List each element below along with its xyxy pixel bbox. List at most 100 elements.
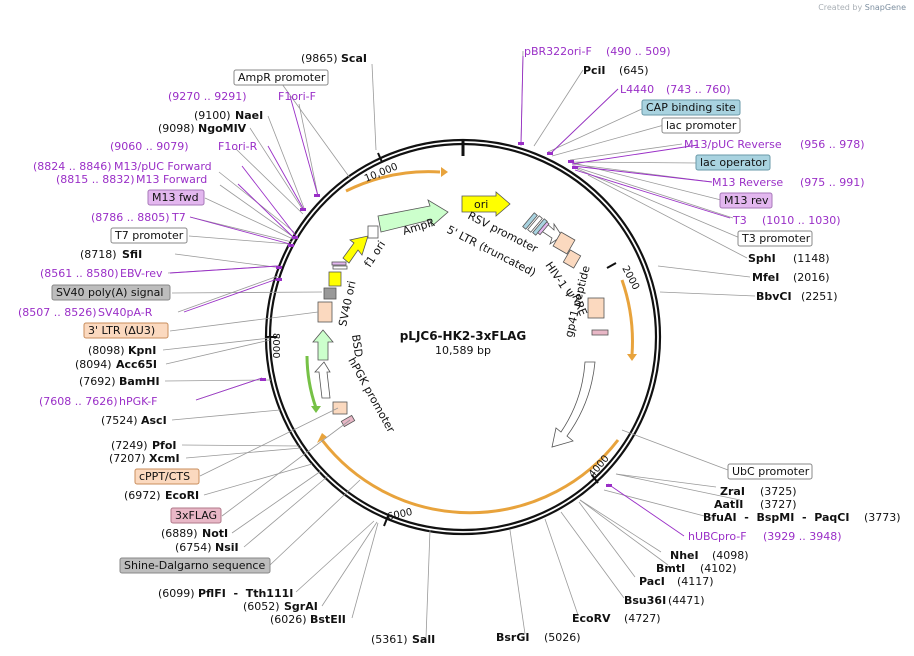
lac-promoter-text: lac promoter	[666, 119, 737, 132]
ltr3-tag[interactable]: 3' LTR (ΔU3)	[83, 322, 169, 339]
leader-lines	[162, 50, 756, 639]
bsd-label: BSD	[349, 334, 365, 358]
svg-text:SalI: SalI	[412, 633, 435, 646]
primer-t3[interactable]: T3(1010 .. 1030)	[732, 214, 841, 227]
sv40-ori-box[interactable]	[328, 271, 342, 287]
enzyme-zrai[interactable]: ZraI(3725)	[720, 485, 797, 498]
orf-arc-top	[345, 170, 441, 193]
hiv-psi-box[interactable]	[562, 249, 582, 269]
enzyme-pfoi[interactable]: (7249)PfoI	[111, 439, 177, 452]
enzyme-ecorv[interactable]: EcoRV(4727)	[572, 612, 661, 625]
enzyme-sali[interactable]: (5361)SalI	[371, 633, 435, 646]
ubc-promoter-tag[interactable]: UbC promoter	[727, 463, 813, 480]
enzyme-nsii[interactable]: (6754)NsiI	[175, 541, 239, 554]
cap-binding-site-tag[interactable]: CAP binding site	[641, 99, 741, 116]
ampr-promoter-tag[interactable]: AmpR promoter	[233, 69, 329, 86]
enzyme-bsu36i[interactable]: Bsu36I(4471)	[624, 594, 705, 607]
t3-promoter-tag[interactable]: T3 promoter	[737, 230, 813, 247]
primer-l4440[interactable]: L4440(743 .. 760)	[620, 83, 731, 96]
sv40-polya-tag[interactable]: SV40 poly(A) signal	[51, 284, 171, 301]
primer-hpgk-f[interactable]: (7608 .. 7626)hPGK-F	[39, 395, 157, 408]
primer-t7[interactable]: (8786 .. 8805)T7	[91, 211, 186, 224]
svg-text:ScaI: ScaI	[341, 52, 367, 65]
enzyme-sgrai[interactable]: (6052)SgrAI	[243, 600, 318, 613]
enzyme-ecori[interactable]: (6972)EcoRI	[124, 489, 199, 502]
svg-text:(8815 .. 8832): (8815 .. 8832)	[56, 173, 135, 186]
cppt-cts-text: cPPT/CTS	[139, 470, 190, 483]
primer-f1ori-f[interactable]: (9270 .. 9291)F1ori-F	[168, 90, 316, 103]
m13-rev-text: M13 rev	[724, 194, 769, 207]
rre-box[interactable]	[587, 297, 605, 319]
svg-text:AscI: AscI	[141, 414, 167, 427]
ampr-promoter-box[interactable]	[367, 225, 379, 239]
svg-text:(8507 .. 8526): (8507 .. 8526)	[18, 306, 97, 319]
primer-m13-puc-reverse[interactable]: M13/pUC Reverse(956 .. 978)	[684, 138, 865, 151]
enzyme-paci[interactable]: PacI(4117)	[639, 575, 714, 588]
ampr-arrow[interactable]	[377, 199, 449, 233]
svg-text:(8718): (8718)	[80, 248, 117, 261]
lac-promoter-tag[interactable]: lac promoter	[661, 117, 741, 134]
enzyme-ngomiv[interactable]: (9098)NgoMIV	[158, 122, 247, 135]
svg-text:(8824 .. 8846): (8824 .. 8846)	[33, 160, 112, 173]
enzyme-pflfi-tth111i[interactable]: (6099)PflFI - Tth111I	[158, 587, 293, 600]
svg-text:(9865): (9865)	[301, 52, 338, 65]
hpgk-promoter-arrow[interactable]	[314, 361, 331, 399]
primer-m13-reverse[interactable]: M13 Reverse(975 .. 991)	[712, 176, 865, 189]
svg-text:SV40pA-R: SV40pA-R	[98, 306, 153, 319]
ring-tick-marks	[267, 152, 617, 527]
svg-text:KpnI: KpnI	[128, 344, 156, 357]
ubc-promoter-arrow[interactable]	[551, 361, 596, 448]
enzyme-scai[interactable]: (9865)ScaI	[301, 52, 367, 65]
enzyme-bfuai-bspmi-paqci[interactable]: BfuAI - BspMI - PaqCI(3773)	[703, 511, 901, 524]
lac-cluster	[522, 212, 550, 236]
t7-promoter-tag[interactable]: T7 promoter	[110, 227, 188, 244]
svg-text:(6754): (6754)	[175, 541, 212, 554]
enzyme-bamhi[interactable]: (7692)BamHI	[79, 375, 160, 388]
enzyme-mfei[interactable]: MfeI(2016)	[752, 271, 830, 284]
f1-ori-arrow[interactable]	[342, 235, 369, 264]
cppt-box[interactable]	[332, 401, 348, 415]
enzyme-acc65i[interactable]: (8094)Acc65I	[75, 358, 157, 371]
primer-hubcpro-f[interactable]: hUBCpro-F(3929 .. 3948)	[688, 530, 842, 543]
enzyme-bbvci[interactable]: BbvCI(2251)	[756, 290, 838, 303]
enzyme-pcii[interactable]: PciI(645)	[583, 64, 649, 77]
sv40-polya-text: SV40 poly(A) signal	[56, 286, 163, 299]
svg-text:(4117): (4117)	[677, 575, 714, 588]
svg-text:M13 Reverse: M13 Reverse	[712, 176, 783, 189]
enzyme-noti[interactable]: (6889)NotI	[161, 527, 228, 540]
ori-arrow[interactable]	[461, 191, 511, 217]
enzyme-bsteii[interactable]: (6026)BstEII	[270, 613, 346, 626]
enzyme-bsrgi[interactable]: BsrGI(5026)	[496, 631, 581, 644]
enzyme-sphi[interactable]: SphI(1148)	[748, 252, 830, 265]
m13-rev-tag[interactable]: M13 rev	[719, 192, 773, 209]
enzyme-naei[interactable]: (9100)NaeI	[194, 109, 263, 122]
gp41-box[interactable]	[591, 329, 609, 336]
lac-operator-tag[interactable]: lac operator	[695, 154, 771, 171]
enzyme-asci[interactable]: (7524)AscI	[101, 414, 167, 427]
3xflag-tag[interactable]: 3xFLAG	[170, 507, 222, 524]
primer-marks	[260, 142, 612, 487]
primer-sv40pa-r[interactable]: (8507 .. 8526)SV40pA-R	[18, 306, 153, 319]
enzyme-aatii[interactable]: AatII(3727)	[714, 498, 797, 511]
m13-fwd-tag[interactable]: M13 fwd	[147, 189, 205, 206]
enzyme-sfii[interactable]: (8718)SfiI	[80, 248, 142, 261]
primer-m13-forward[interactable]: (8815 .. 8832)M13 Forward	[56, 173, 207, 186]
enzyme-bmti[interactable]: BmtI(4102)	[656, 562, 737, 575]
ltr5-box[interactable]	[552, 231, 576, 255]
boxed-labels: AmpR promoter CAP binding site lac promo…	[51, 69, 813, 574]
svg-text:M13/pUC Forward: M13/pUC Forward	[114, 160, 212, 173]
enzyme-xcmi[interactable]: (7207)XcmI	[109, 452, 180, 465]
primer-ebv-rev[interactable]: (8561 .. 8580)EBV-rev	[40, 267, 163, 280]
sv40-polya-box[interactable]	[323, 287, 337, 300]
enzyme-kpni[interactable]: (8098)KpnI	[88, 344, 156, 357]
primer-f1ori-r[interactable]: (9060 .. 9079)F1ori-R	[110, 140, 258, 153]
svg-text:SphI: SphI	[748, 252, 776, 265]
cppt-cts-tag[interactable]: cPPT/CTS	[134, 468, 200, 485]
svg-text:(6889): (6889)	[161, 527, 198, 540]
ltr3-box[interactable]	[317, 301, 333, 323]
enzyme-nhei[interactable]: NheI(4098)	[670, 549, 749, 562]
shine-dalgarno-tag[interactable]: Shine-Dalgarno sequence	[119, 557, 271, 574]
bsd-arrow[interactable]	[312, 329, 334, 361]
primer-pbr322ori-f[interactable]: pBR322ori-F(490 .. 509)	[524, 45, 671, 58]
primer-m13-puc-forward[interactable]: (8824 .. 8846)M13/pUC Forward	[33, 160, 212, 173]
